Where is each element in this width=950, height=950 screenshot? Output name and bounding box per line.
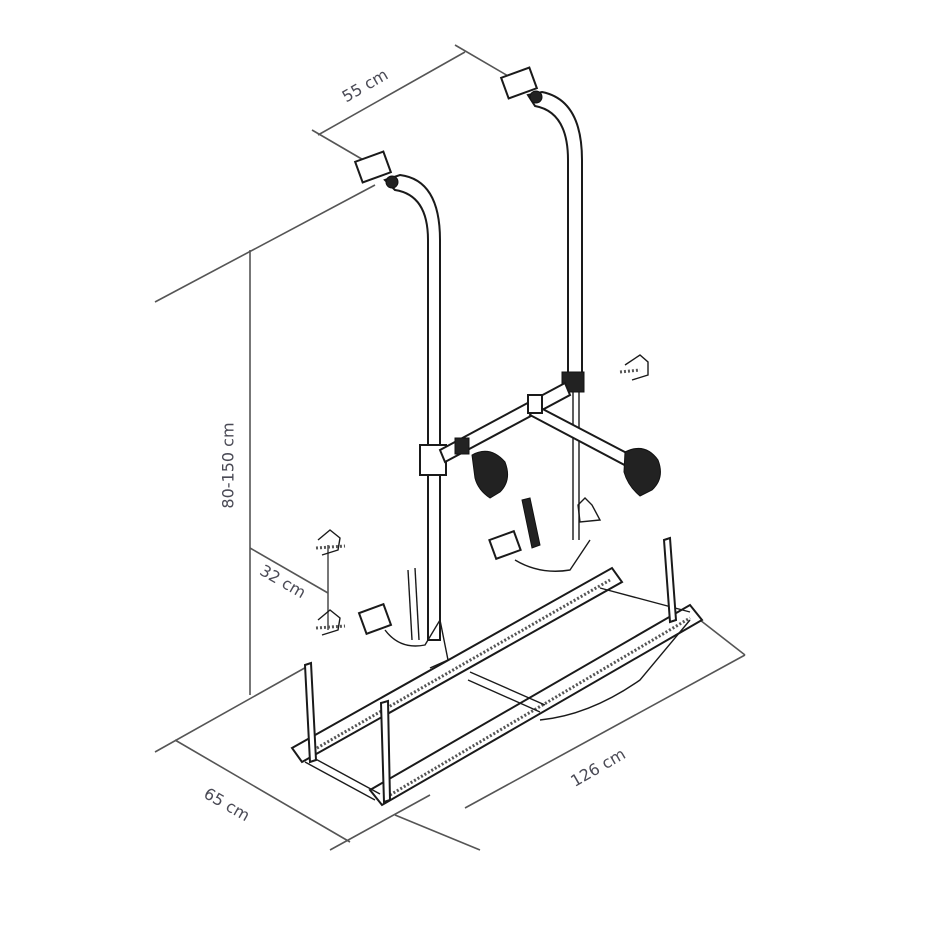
- dimension-lines: [154, 44, 746, 851]
- wheel-stoppers: [303, 536, 678, 804]
- bike-clamp-left: [454, 437, 509, 499]
- left-upright-tube: [353, 150, 447, 641]
- dimension-height-label: 80-150 cm: [218, 422, 238, 509]
- wall-bracket-left-upper: [315, 529, 346, 556]
- base-mount-left: [357, 567, 449, 669]
- cross-bars: [438, 381, 642, 472]
- rail-left: [290, 566, 624, 764]
- right-upright-tube: [499, 66, 585, 540]
- wall-bracket-top-right: [619, 354, 649, 381]
- wall-bracket-left-lower: [315, 609, 346, 636]
- base-mount-right: [488, 497, 602, 572]
- rail-right: [368, 603, 704, 807]
- bike-clamp-right: [623, 447, 661, 497]
